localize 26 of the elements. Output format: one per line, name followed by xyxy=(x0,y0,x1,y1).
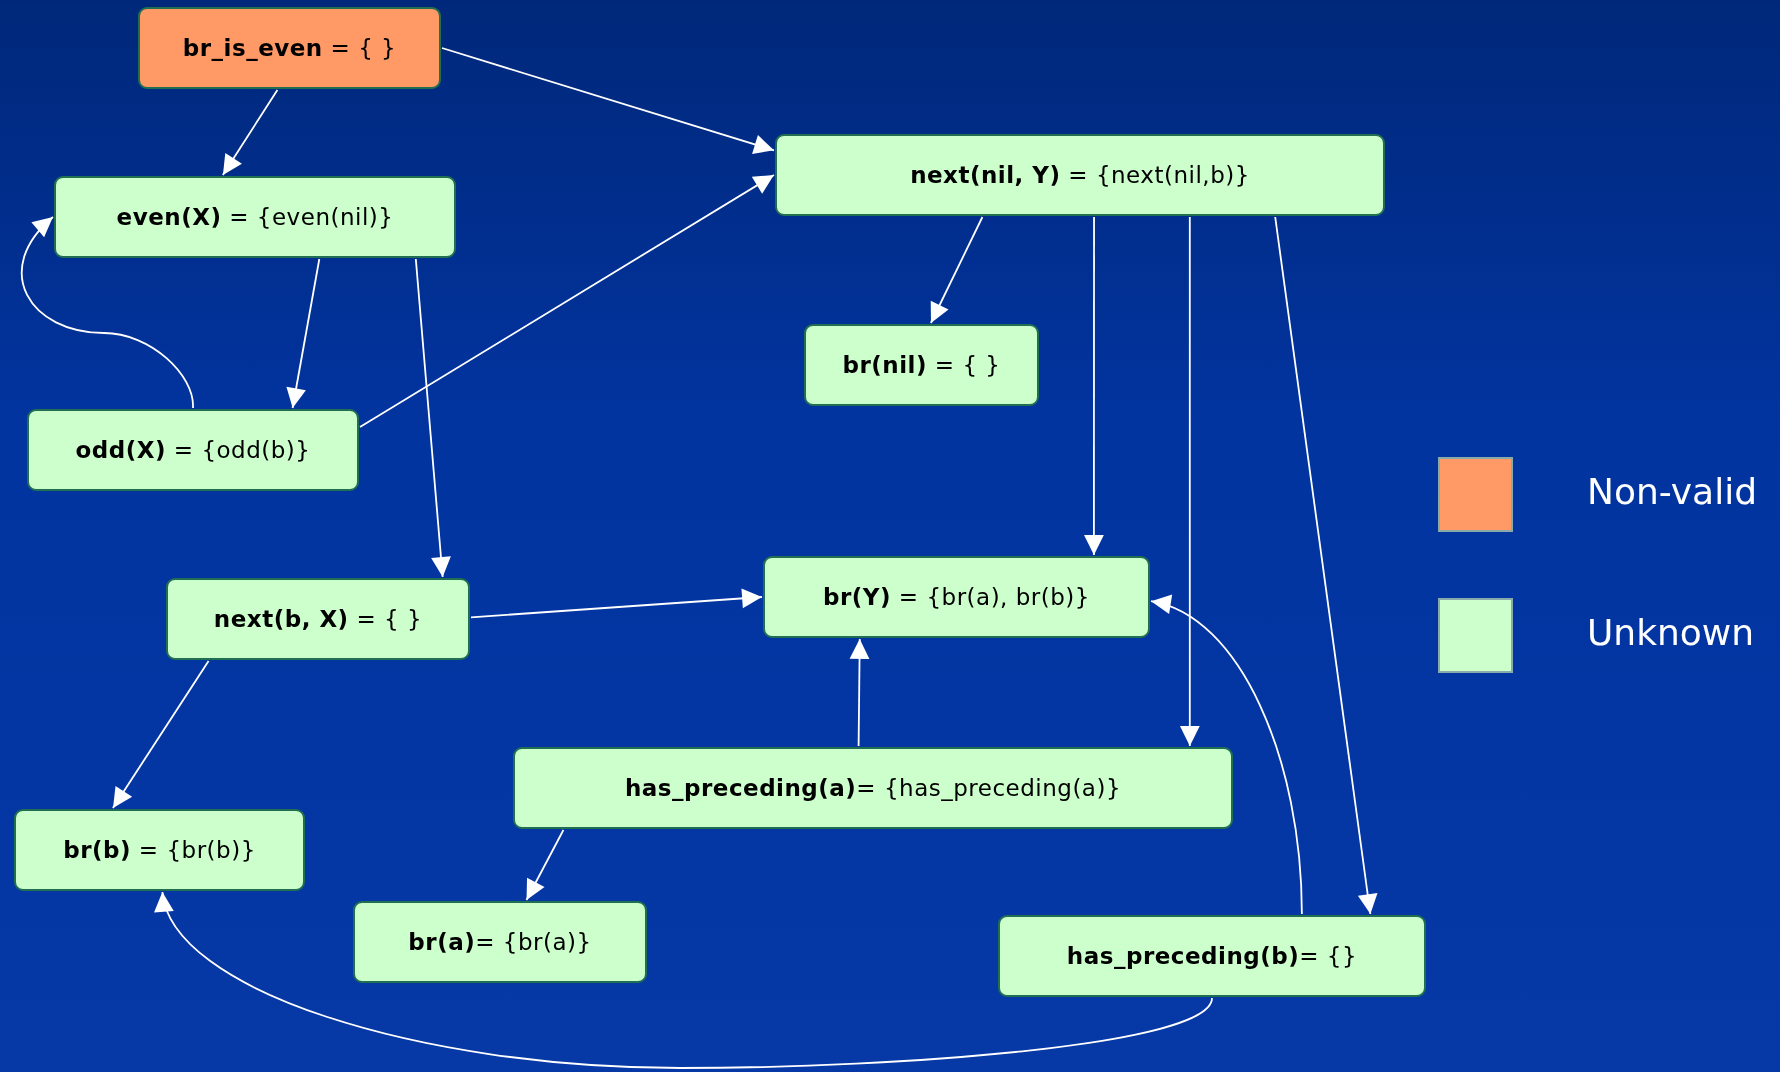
rule-text: next(nil, Y) = {next(nil,b)} xyxy=(910,162,1250,188)
rule-text: next(b, X) = { } xyxy=(213,606,423,632)
arrow xyxy=(1084,216,1104,556)
arrow xyxy=(930,216,984,324)
arrow xyxy=(414,258,451,578)
rule-text: br(nil) = { } xyxy=(842,352,1001,378)
arrow xyxy=(20,216,194,409)
arrow xyxy=(1274,216,1378,915)
rule-text: even(X) = {even(nil)} xyxy=(116,204,394,230)
arrow xyxy=(525,829,565,901)
rule-text: br(Y) = {br(a), br(b)} xyxy=(823,584,1090,610)
arrow xyxy=(221,89,279,176)
legend-label: Unknown xyxy=(1587,612,1755,653)
legend-label: Non-valid xyxy=(1587,471,1757,512)
arrow xyxy=(112,660,210,809)
arrow xyxy=(441,47,775,154)
rule-text: odd(X) = {odd(b)} xyxy=(75,437,311,463)
arrow xyxy=(470,588,763,619)
rule-text: has_preceding(a)= {has_preceding(a)} xyxy=(624,775,1122,801)
arrow xyxy=(849,638,870,747)
rule-text: br(b) = {br(b)} xyxy=(63,837,256,863)
arrow xyxy=(1150,597,1303,915)
rule-text: br_is_even = { } xyxy=(182,35,397,61)
arrow xyxy=(359,174,775,428)
arrow xyxy=(1179,216,1200,747)
arrow xyxy=(286,258,321,409)
